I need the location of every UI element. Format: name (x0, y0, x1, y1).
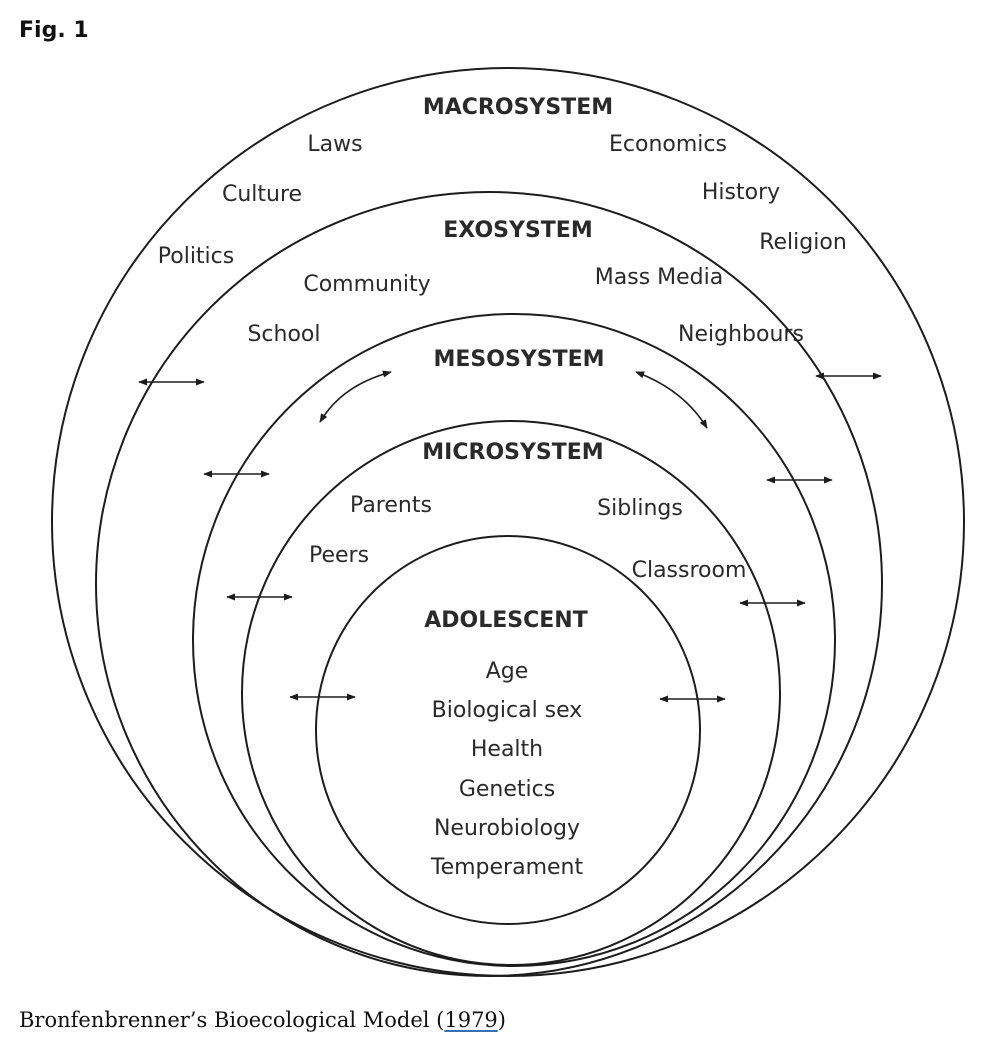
exo-factor-school: School (247, 322, 320, 347)
exo-factor-neighbours: Neighbours (678, 322, 804, 347)
mesosystem-right-curved-arrow (635, 371, 708, 429)
figure-caption: Bronfenbrenner’s Bioecological Model (19… (19, 1008, 506, 1032)
exo-factor-mass-media: Mass Media (595, 265, 723, 290)
macro-factor-history: History (702, 180, 780, 205)
macro-factor-culture: Culture (222, 182, 302, 207)
exosystem-title: EXOSYSTEM (443, 218, 592, 243)
adolescent-factor-biological-sex: Biological sex (432, 698, 583, 723)
exo-factor-community: Community (303, 272, 430, 297)
micro-factor-parents: Parents (350, 493, 432, 518)
caption-suffix: ) (497, 1008, 506, 1032)
macrosystem-title: MACROSYSTEM (423, 95, 613, 120)
macro-factor-politics: Politics (158, 244, 234, 269)
figure-label: Fig. 1 (19, 18, 89, 43)
macro-factor-economics: Economics (609, 132, 727, 157)
mesosystem-ring (192, 313, 836, 967)
micro-factor-siblings: Siblings (597, 496, 683, 521)
micro-factor-classroom: Classroom (632, 558, 747, 583)
macro-factor-religion: Religion (759, 230, 847, 255)
microsystem-title: MICROSYSTEM (422, 440, 603, 465)
citation-year-link[interactable]: 1979 (444, 1008, 498, 1032)
macro-factor-laws: Laws (307, 132, 362, 157)
adolescent-title: ADOLESCENT (424, 608, 587, 633)
mesosystem-left-curved-arrow (319, 370, 392, 423)
adolescent-factor-age: Age (486, 659, 529, 684)
caption-text: Bronfenbrenner’s Bioecological Model ( (19, 1008, 445, 1032)
adolescent-ring (315, 535, 701, 925)
micro-factor-peers: Peers (309, 543, 369, 568)
adolescent-factor-temperament: Temperament (430, 855, 584, 880)
adolescent-factor-genetics: Genetics (459, 777, 555, 802)
adolescent-factor-health: Health (471, 737, 543, 762)
microsystem-ring (241, 420, 781, 966)
exosystem-ring (95, 191, 883, 977)
mesosystem-title: MESOSYSTEM (433, 347, 604, 372)
adolescent-factor-neurobiology: Neurobiology (434, 816, 580, 841)
bioecological-model-diagram: MACROSYSTEM EXOSYSTEM MESOSYSTEM MICROSY… (51, 67, 965, 977)
